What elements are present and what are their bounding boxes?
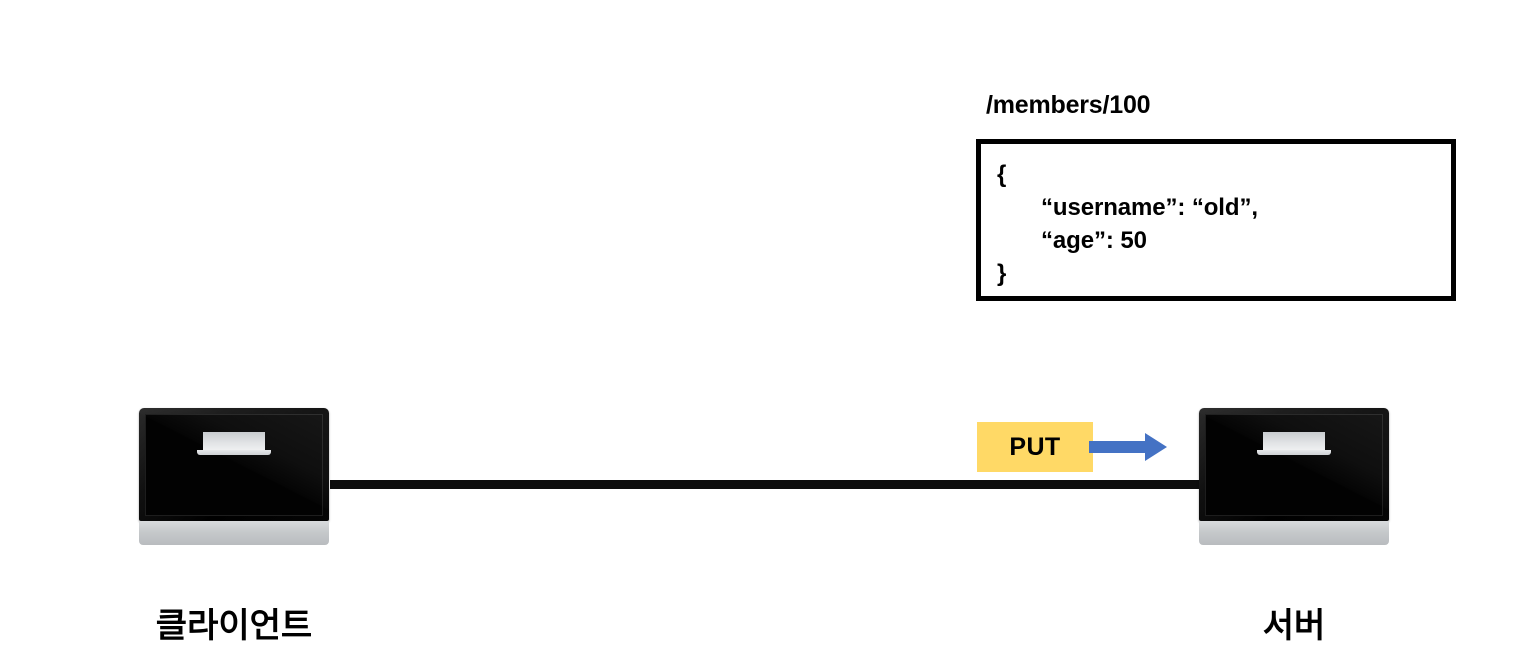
payload-open-brace: { (997, 161, 1007, 188)
client-monitor-chin (139, 521, 329, 545)
http-method-label: PUT (1009, 432, 1061, 461)
http-method-badge: PUT (977, 422, 1093, 472)
server-monitor-stand-neck (1263, 432, 1325, 452)
payload-close-brace: } (997, 260, 1007, 287)
request-payload-box: { “username”: “old”, “age”: 50 } (976, 139, 1456, 301)
client-label: 클라이언트 (155, 607, 313, 645)
request-arrow-icon (1089, 433, 1167, 461)
client-monitor-stand-foot (197, 450, 271, 455)
payload-field-username: “username”: “old”, (1041, 194, 1258, 221)
client-monitor-screen (145, 414, 323, 516)
server-monitor-stand-foot (1257, 450, 1331, 455)
server-label: 서버 (1262, 607, 1326, 645)
client-monitor-bezel (139, 408, 329, 521)
server-monitor-chin (1199, 521, 1389, 545)
server-monitor-icon (1199, 408, 1389, 545)
endpoint-path-label: /members/100 (986, 91, 1151, 119)
server-monitor-bezel (1199, 408, 1389, 521)
payload-field-age: “age”: 50 (1041, 227, 1147, 254)
client-monitor-icon (139, 408, 329, 545)
server-monitor-screen (1205, 414, 1383, 516)
client-monitor-stand-neck (203, 432, 265, 452)
connection-line (330, 480, 1202, 489)
